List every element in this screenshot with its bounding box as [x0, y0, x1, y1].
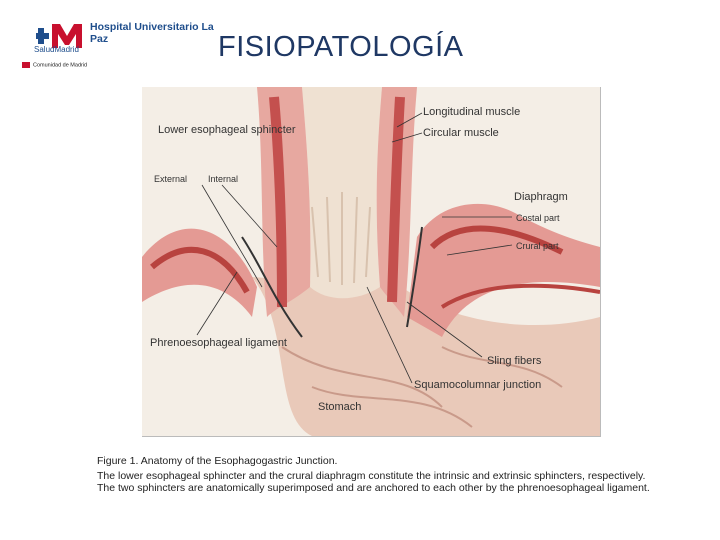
caption-body: The lower esophageal sphincter and the c…	[97, 470, 650, 494]
caption-heading: Figure 1. Anatomy of the Esophagogastric…	[97, 455, 652, 467]
label-internal: Internal	[208, 173, 238, 185]
madrid-flag-icon	[22, 62, 30, 68]
label-external: External	[154, 173, 187, 185]
figure-caption: Figure 1. Anatomy of the Esophagogastric…	[97, 455, 652, 494]
page-title: FISIOPATOLOGÍA	[218, 31, 464, 64]
label-longitudinal-muscle: Longitudinal muscle	[423, 106, 520, 118]
logo-text: Hospital Universitario La Paz	[90, 21, 220, 45]
label-crural-part: Crural part	[516, 240, 559, 252]
logo-authority: Comunidad de Madrid	[22, 62, 87, 68]
logo-authority-text: Comunidad de Madrid	[33, 62, 87, 68]
label-diaphragm: Diaphragm	[514, 191, 568, 203]
label-phrenoesophageal-ligament: Phrenoesophageal ligament	[150, 337, 260, 349]
label-sling-fibers: Sling fibers	[487, 355, 541, 367]
anatomy-figure: Lower esophageal sphincter External Inte…	[142, 87, 601, 437]
logo-subtext: SaludMadrid	[34, 45, 79, 54]
label-costal-part: Costal part	[516, 212, 560, 224]
label-squamocolumnar-junction: Squamocolumnar junction	[414, 379, 541, 391]
label-circular-muscle: Circular muscle	[423, 127, 499, 139]
label-stomach: Stomach	[318, 401, 361, 413]
label-lower-esophageal-sphincter: Lower esophageal sphincter	[158, 124, 248, 136]
hospital-logo: Hospital Universitario La Paz SaludMadri…	[22, 18, 212, 74]
